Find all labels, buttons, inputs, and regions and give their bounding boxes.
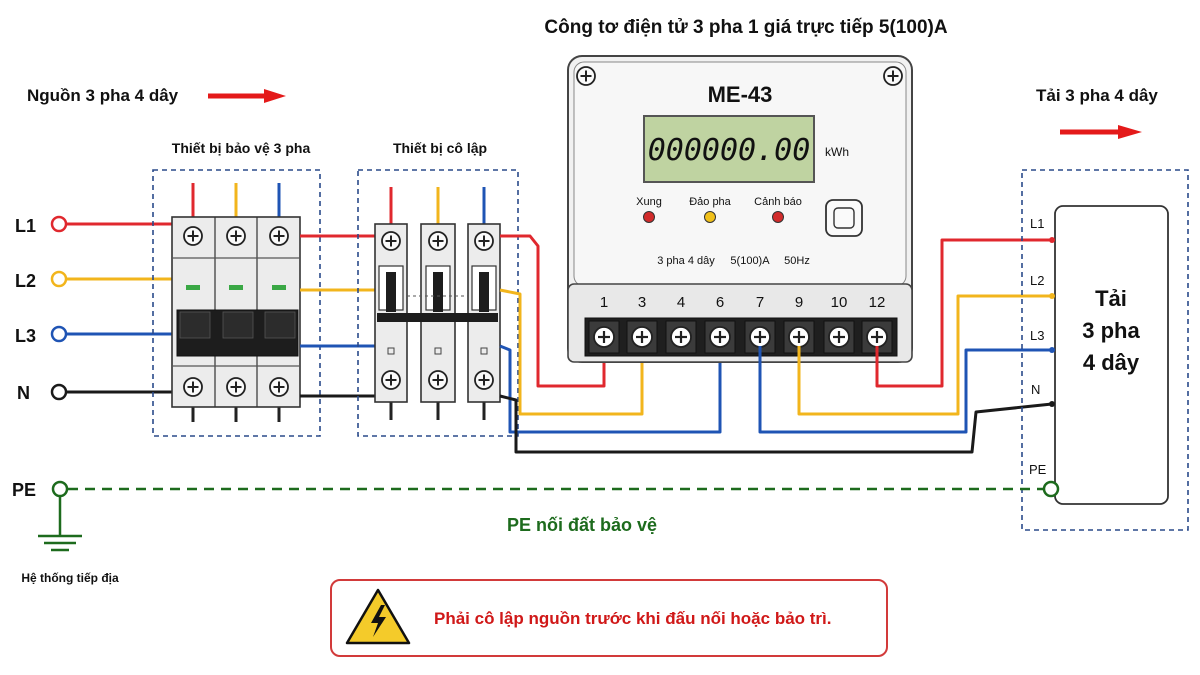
load-arrow — [1060, 125, 1142, 139]
alarm-led — [772, 211, 784, 223]
ground-symbol-icon — [38, 496, 82, 552]
load-terminal-l3-label: L3 — [1030, 328, 1044, 343]
phase-reversal-led — [704, 211, 716, 223]
terminal-l1-label: L1 — [15, 216, 36, 236]
breaker-to-isolator-wires — [300, 234, 375, 398]
meter-to-load-wires — [758, 238, 1052, 434]
breaker-feed-wires — [191, 183, 281, 422]
load-l1-terminal — [1049, 237, 1055, 243]
pe-load-terminal — [1042, 480, 1060, 498]
isolator-switch[interactable] — [374, 223, 501, 403]
meter-terminal-number: 6 — [716, 294, 724, 311]
isolator-group-box — [357, 169, 519, 437]
load-box-line: 3 pha — [1082, 318, 1140, 343]
l1-source-terminal — [50, 215, 68, 233]
meter-spec-wiring: 3 pha 4 dây — [657, 255, 715, 267]
meter-terminal-block — [584, 317, 898, 357]
pe-source-terminal — [51, 480, 69, 498]
pulse-led — [643, 211, 655, 223]
indicator-label-pulse: Xung — [636, 196, 662, 208]
meter-spec-current: 5(100)A — [730, 255, 770, 267]
source-label: Nguồn 3 pha 4 dây — [27, 86, 179, 105]
meter-model: ME-43 — [708, 82, 773, 107]
load-l2-terminal — [1049, 293, 1055, 299]
source-wires — [67, 222, 175, 394]
meter-reading: 000000.00 — [648, 133, 811, 168]
meter-spec-frequency: 50Hz — [784, 255, 810, 267]
load-box — [1054, 205, 1169, 505]
warning-banner: Phải cô lập nguồn trước khi đấu nối hoặc… — [330, 579, 888, 657]
n-source-terminal — [50, 383, 68, 401]
pe-label: PE nối đất bảo vệ — [507, 515, 657, 535]
meter-terminal-number: 1 — [600, 294, 608, 311]
meter-terminal-number: 3 — [638, 294, 646, 311]
load-n-terminal — [1049, 401, 1055, 407]
isolator-label: Thiết bị cô lập — [393, 140, 487, 156]
three-phase-breaker[interactable] — [171, 216, 301, 408]
isolator-tie-bar — [377, 313, 498, 322]
meter-unit: kWh — [825, 145, 849, 159]
meter-terminal-number: 7 — [756, 294, 764, 311]
load-box-line: 4 dây — [1083, 350, 1140, 375]
load-box-line: Tải — [1095, 286, 1127, 311]
warning-text: Phải cô lập nguồn trước khi đấu nối hoặc… — [434, 609, 831, 628]
load-label: Tải 3 pha 4 dây — [1036, 86, 1158, 105]
source-arrow — [208, 89, 286, 103]
terminal-l2-label: L2 — [15, 271, 36, 291]
energy-meter: ME-43 000000.00 kWh Xung Đảo pha Cảnh bá… — [567, 55, 913, 363]
breaker-group-box — [152, 169, 321, 437]
indicator-label-alarm: Cảnh báo — [754, 196, 802, 208]
terminal-n-label: N — [17, 383, 30, 403]
meter-terminal-number: 9 — [795, 294, 803, 311]
load-group-box — [1021, 169, 1189, 531]
ground-label: Hệ thống tiếp địa — [21, 571, 119, 585]
meter-button[interactable] — [825, 199, 863, 237]
load-terminal-n-label: N — [1031, 382, 1040, 397]
load-l3-terminal — [1049, 347, 1055, 353]
isolator-to-meter-wires — [499, 234, 1053, 454]
breaker-label: Thiết bị bảo vệ 3 pha — [172, 140, 311, 156]
meter-terminal-number: 10 — [831, 294, 848, 311]
load-terminal-pe-label: PE — [1029, 462, 1047, 477]
load-terminal-l1-label: L1 — [1030, 216, 1044, 231]
l2-source-terminal — [50, 270, 68, 288]
meter-terminal-number: 4 — [677, 294, 685, 311]
load-terminal-l2-label: L2 — [1030, 273, 1044, 288]
isolator-feed-wires — [389, 187, 486, 420]
terminal-pe-label: PE — [12, 480, 36, 500]
l3-source-terminal — [50, 325, 68, 343]
meter-terminal-number: 12 — [869, 294, 886, 311]
diagram-title: Công tơ điện tử 3 pha 1 giá trực tiếp 5(… — [544, 17, 947, 38]
meter-lcd — [643, 115, 815, 183]
high-voltage-warning-icon — [345, 588, 411, 645]
terminal-l3-label: L3 — [15, 326, 36, 346]
indicator-label-phase-reversal: Đảo pha — [689, 196, 731, 208]
